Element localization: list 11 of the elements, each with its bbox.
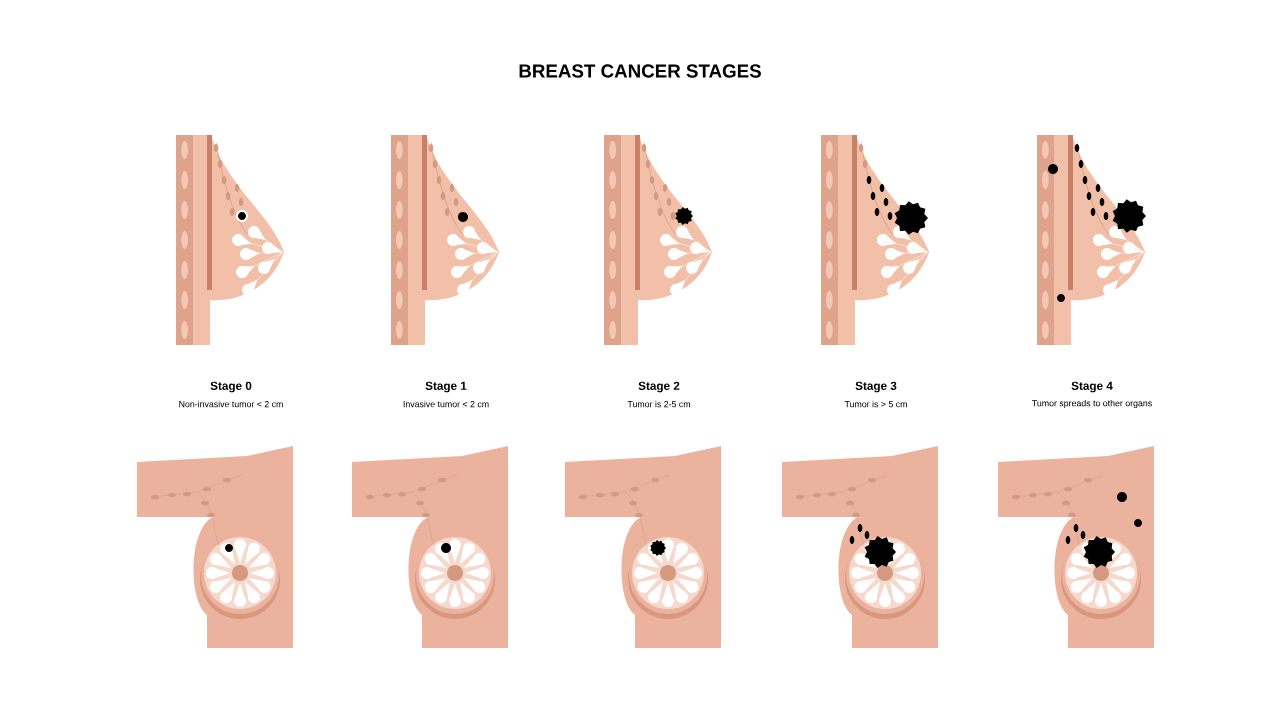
stage-description: Tumor is > 5 cm: [844, 400, 907, 408]
stage-description: Non-invasive tumor < 2 cm: [179, 400, 283, 408]
stage-title: Stage 3: [855, 381, 897, 393]
stage-description: Tumor spreads to other organs: [1032, 399, 1152, 409]
stage-title: Stage 0: [210, 381, 252, 393]
stage-title: Stage 4: [1071, 381, 1113, 393]
stage-title: Stage 1: [425, 381, 467, 393]
stage-title: Stage 2: [638, 381, 680, 393]
title: BREAST CANCER STAGES: [519, 64, 761, 78]
stage-description: Tumor is 2-5 cm: [627, 400, 690, 408]
stage-description: Invasive tumor < 2 cm: [403, 400, 489, 408]
